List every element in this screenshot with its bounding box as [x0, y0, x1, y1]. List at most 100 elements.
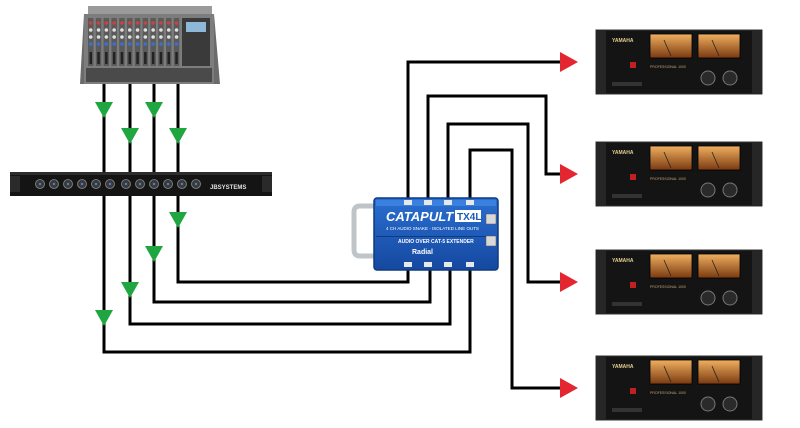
- mixer-knob: [127, 21, 132, 25]
- red-arrow-2: [560, 164, 578, 184]
- mixer-knob: [88, 35, 93, 39]
- mixer-knob: [166, 21, 171, 25]
- amplifier-level-knob: [700, 182, 716, 198]
- mixer-channel-strip: [111, 18, 117, 66]
- mixer-channel-strip: [103, 18, 110, 66]
- mixer-fader: [112, 52, 116, 64]
- mixer-channel-strip: [173, 18, 180, 66]
- mixer-knob: [143, 42, 148, 46]
- crossover-knob-cap: [66, 182, 70, 186]
- snake-subtitle: 4 CH AUDIO SNAKE - ISOLATED LINE OUTS: [386, 226, 479, 231]
- snake-output-port: [424, 200, 432, 205]
- mixer-knob: [88, 42, 93, 46]
- green-arrow-4: [169, 128, 187, 144]
- amplifier-model: PROFESSIONAL 1000: [650, 285, 686, 289]
- amplifier-rack-ear-left: [596, 250, 606, 314]
- crossover-knob-cap: [194, 182, 198, 186]
- mixer-knob: [112, 21, 116, 25]
- mixer-knob: [96, 21, 101, 25]
- amplifier-power-switch: [630, 282, 636, 288]
- mixer-channel-strips: [88, 18, 180, 66]
- amplifier-rack-ear-left: [596, 356, 606, 420]
- green-arrow-5: [169, 212, 187, 228]
- mixer-knob: [151, 28, 155, 32]
- mixer-knob: [120, 28, 124, 32]
- catapult-snake-box: CATAPULT TX4L 4 CH AUDIO SNAKE - ISOLATE…: [351, 197, 499, 271]
- amplifier-rack-ear-left: [596, 142, 606, 206]
- cable-snake-output-3: [446, 122, 562, 284]
- amplifier-rack-ear-right: [752, 142, 762, 206]
- crossover-knob-cap: [108, 182, 112, 186]
- amplifier-meter-left: [649, 253, 693, 279]
- mixer-channel-strip: [127, 18, 133, 66]
- mixer-knob: [151, 21, 155, 25]
- mixer-knob: [120, 35, 124, 39]
- mixer-knob: [159, 28, 163, 32]
- amplifier-level-knob: [722, 182, 738, 198]
- mixer-knob: [120, 42, 124, 46]
- mixer-knob: [127, 35, 132, 39]
- crossover-knob-cap: [94, 182, 98, 186]
- mixer-knob: [135, 35, 140, 39]
- mixer-knob: [96, 42, 101, 46]
- green-arrow-7: [121, 282, 139, 298]
- amplifier-rack-ear-right: [752, 30, 762, 94]
- mixer-fader: [167, 52, 170, 64]
- amplifier-power-switch: [630, 62, 636, 68]
- mixer-knob: [112, 28, 116, 32]
- mixer-knob: [174, 28, 179, 32]
- amplifier-meter-needle: [663, 259, 672, 277]
- mixer-knob: [88, 28, 93, 32]
- amplifier-brand: YAMAHA: [612, 258, 634, 264]
- amplifier-meter-left: [649, 359, 693, 385]
- cable-snake-input-3: [128, 196, 452, 326]
- cable-snake-input-1: [176, 196, 410, 284]
- amplifier-level-knob: [700, 70, 716, 86]
- mixer-knob: [174, 42, 179, 46]
- mixer-channel-strip: [158, 18, 164, 66]
- amplifier-meter-needle: [663, 365, 672, 383]
- crossover-knob-cap: [124, 182, 128, 186]
- cable-snake-input-4: [102, 196, 472, 354]
- mixer-knob: [112, 42, 116, 46]
- amplifier-meter-needle: [711, 365, 720, 383]
- amplifier-brand: YAMAHA: [612, 150, 634, 156]
- snake-model: TX4L: [457, 212, 481, 223]
- amplifier-meter-left: [649, 33, 693, 59]
- mixer-fader: [175, 52, 178, 64]
- mixer-knob: [112, 35, 116, 39]
- amplifier-rack-ear-left: [596, 30, 606, 94]
- mixer-channel-strip: [88, 18, 94, 66]
- amplifier-vent: [612, 194, 642, 198]
- amplifier-level-knob: [700, 396, 716, 412]
- snake-title: CATAPULT: [386, 209, 454, 224]
- mixer-channel-strip: [95, 18, 102, 66]
- amplifier-meter-needle: [663, 151, 672, 169]
- amplifier-brand: YAMAHA: [612, 364, 634, 370]
- mixer-fader: [89, 52, 92, 64]
- amplifier-power-switch: [630, 388, 636, 394]
- cable-snake-output-2: [426, 94, 562, 198]
- mixer-knob: [135, 21, 140, 25]
- crossover-knob-cap: [38, 182, 42, 186]
- snake-brand: Radial: [412, 249, 433, 256]
- crossover-brand-label: JBSYSTEMS: [210, 185, 246, 191]
- mixer-knob: [127, 28, 132, 32]
- amplifier-meter-left: [649, 145, 693, 171]
- snake-output-port: [466, 200, 474, 205]
- snake-input-port: [424, 262, 432, 267]
- mixer-channel-strip: [150, 18, 156, 66]
- mixer-knob: [143, 35, 148, 39]
- crossover-knob-cap: [152, 182, 156, 186]
- mixing-console: [80, 6, 220, 84]
- green-arrow-3: [145, 102, 163, 118]
- crossover-knob-cap: [52, 182, 56, 186]
- snake-tagline: AUDIO OVER CAT-5 EXTENDER: [398, 239, 474, 245]
- mixer-knob: [159, 21, 163, 25]
- mixer-knob: [104, 42, 109, 46]
- mixer-knob: [151, 42, 155, 46]
